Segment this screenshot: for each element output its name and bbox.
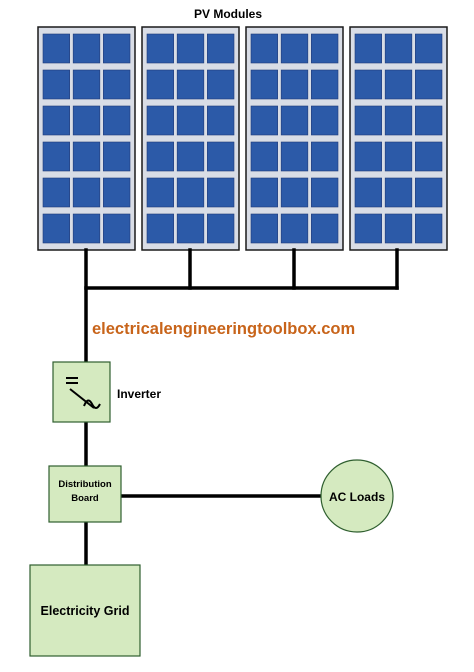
solar-cell <box>280 213 309 244</box>
solar-cell <box>207 69 235 100</box>
solar-cell <box>384 105 413 136</box>
inverter-label: Inverter <box>117 387 161 401</box>
distribution-board-label-line2: Board <box>71 493 99 504</box>
solar-cell <box>354 105 382 136</box>
solar-cell <box>384 213 413 244</box>
distribution-board-label-line1: Distribution <box>58 479 111 490</box>
solar-cell <box>384 177 413 208</box>
wiring <box>84 248 399 567</box>
solar-cell <box>42 177 70 208</box>
solar-cell <box>280 105 309 136</box>
solar-cell <box>311 213 339 244</box>
inverter: Inverter <box>52 361 161 423</box>
solar-cell <box>415 33 443 64</box>
solar-cell <box>72 141 101 172</box>
solar-cell <box>146 141 174 172</box>
solar-cell <box>42 213 70 244</box>
solar-cell <box>146 33 174 64</box>
distribution-board-box <box>48 465 122 523</box>
ac-loads: AC Loads <box>320 459 394 533</box>
solar-cell <box>311 105 339 136</box>
solar-cell <box>207 33 235 64</box>
solar-cell <box>207 213 235 244</box>
solar-cell <box>311 141 339 172</box>
solar-cell <box>311 177 339 208</box>
website-label: electricalengineeringtoolbox.com <box>92 320 355 338</box>
solar-cell <box>250 69 278 100</box>
solar-cell <box>176 213 205 244</box>
solar-cell <box>146 177 174 208</box>
solar-cell <box>250 33 278 64</box>
solar-cell <box>176 69 205 100</box>
solar-cell <box>103 105 131 136</box>
solar-cell <box>384 141 413 172</box>
solar-cell <box>176 105 205 136</box>
solar-cell <box>250 141 278 172</box>
distribution-board: Distribution Board <box>48 465 122 523</box>
solar-cell <box>42 141 70 172</box>
solar-cell <box>354 177 382 208</box>
solar-cell <box>250 105 278 136</box>
pv-module-1 <box>37 26 136 251</box>
solar-cell <box>42 105 70 136</box>
solar-cell <box>176 33 205 64</box>
solar-cell <box>103 177 131 208</box>
electricity-grid-box <box>29 564 141 657</box>
electricity-grid: Electricity Grid <box>29 564 141 657</box>
solar-cell <box>280 141 309 172</box>
inverter-box <box>52 361 111 423</box>
solar-cell <box>72 105 101 136</box>
solar-cell <box>103 141 131 172</box>
solar-cell <box>146 105 174 136</box>
dc-to-ac-icon <box>66 377 101 409</box>
solar-cell <box>207 105 235 136</box>
pv-module-2 <box>141 26 240 251</box>
ac-loads-circle <box>320 459 394 533</box>
pv-module-3 <box>245 26 344 251</box>
pv-modules <box>37 26 448 251</box>
solar-cell <box>207 141 235 172</box>
solar-cell <box>72 69 101 100</box>
solar-cell <box>384 33 413 64</box>
solar-cell <box>280 33 309 64</box>
solar-cell <box>250 213 278 244</box>
solar-cell <box>311 69 339 100</box>
solar-cell <box>146 69 174 100</box>
pv-module-4 <box>349 26 448 251</box>
solar-cell <box>103 69 131 100</box>
solar-cell <box>207 177 235 208</box>
pv-module-frame <box>245 26 344 251</box>
solar-cell <box>354 141 382 172</box>
electricity-grid-label: Electricity Grid <box>41 604 130 618</box>
solar-cell <box>103 33 131 64</box>
solar-cell <box>103 213 131 244</box>
solar-cell <box>280 177 309 208</box>
pv-module-frame <box>141 26 240 251</box>
pv-module-frame <box>349 26 448 251</box>
solar-cell <box>280 69 309 100</box>
pv-module-frame <box>37 26 136 251</box>
solar-cell <box>42 33 70 64</box>
solar-cell <box>354 69 382 100</box>
solar-cell <box>415 69 443 100</box>
solar-cell <box>72 213 101 244</box>
solar-cell <box>415 141 443 172</box>
solar-cell <box>176 177 205 208</box>
solar-cell <box>72 33 101 64</box>
solar-cell <box>146 213 174 244</box>
ac-loads-label: AC Loads <box>329 490 385 504</box>
solar-cell <box>354 213 382 244</box>
solar-cell <box>176 141 205 172</box>
diagram-title: PV Modules <box>194 7 262 21</box>
solar-cell <box>311 33 339 64</box>
solar-cell <box>415 177 443 208</box>
solar-cell <box>384 69 413 100</box>
solar-cell <box>72 177 101 208</box>
solar-cell <box>415 213 443 244</box>
solar-cell <box>42 69 70 100</box>
solar-cell <box>354 33 382 64</box>
solar-cell <box>415 105 443 136</box>
solar-cell <box>250 177 278 208</box>
